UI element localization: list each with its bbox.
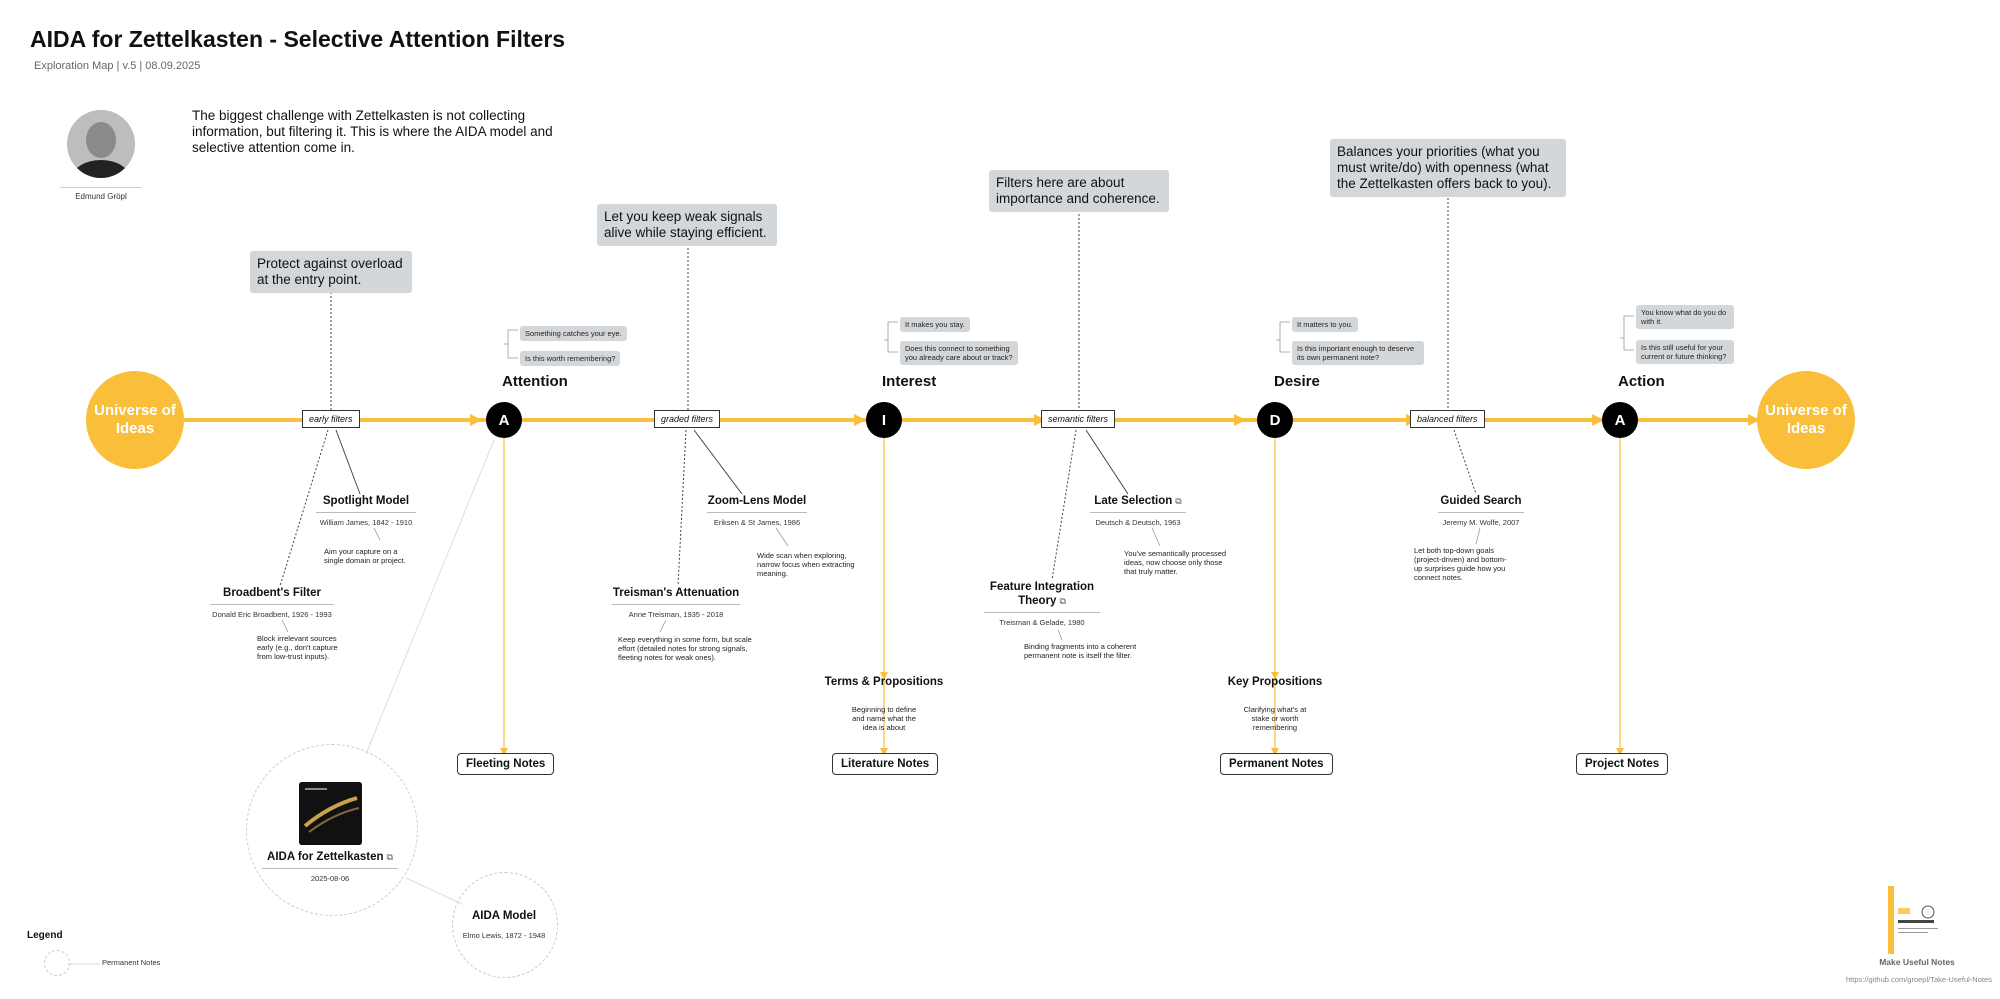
late-selection-title: Late Selection⧉ — [1090, 495, 1186, 507]
logo-art — [1898, 905, 1938, 933]
treisman-attenuation-desc: Keep everything in some form, but scale … — [618, 635, 752, 662]
late-selection-meta: Deutsch & Deutsch, 1963 — [1090, 512, 1186, 527]
attention-bubble-2: Is this worth remembering? — [520, 351, 621, 366]
stage-desire-circle: D — [1257, 402, 1293, 438]
feature-integration-desc: Binding fragments into a coherent perman… — [1024, 642, 1137, 660]
author-name: Edmund Gröpl — [60, 187, 142, 201]
stage-interest-label: Interest — [882, 373, 937, 390]
aida-model-title: AIDA Model — [471, 910, 537, 922]
stage-desire-label: Desire — [1274, 373, 1320, 390]
stage-attention-label: Attention — [502, 373, 568, 390]
interest-bubble-1: It makes you stay. — [900, 317, 970, 332]
book-title: AIDA for Zettelkasten⧉ — [262, 851, 398, 863]
literature-notes-box: Literature Notes — [832, 753, 939, 775]
footer-url-link[interactable]: https://github.com/groepl/Take-Useful-No… — [1846, 975, 1992, 984]
guided-search-meta: Jeremy M. Wolfe, 2007 — [1438, 512, 1524, 527]
desire-bubble-1: It matters to you. — [1292, 317, 1358, 332]
action-bubble-2: Is this still useful for your current or… — [1636, 340, 1734, 364]
author-avatar — [67, 110, 135, 178]
stage-attention-circle: A — [486, 402, 522, 438]
portrait-image — [67, 110, 135, 178]
external-link-icon[interactable]: ⧉ — [1059, 596, 1066, 606]
zoom-lens-model-title: Zoom-Lens Model — [707, 495, 807, 507]
balanced-filters-box: balanced filters — [1410, 410, 1485, 428]
logo-accent-bar — [1888, 886, 1894, 954]
feature-integration-meta: Treisman & Gelade, 1980 — [984, 612, 1100, 627]
legend-circle-icon — [44, 950, 70, 976]
footer-brand: Make Useful Notes — [1879, 957, 1955, 967]
external-link-icon[interactable]: ⧉ — [1175, 496, 1182, 506]
stage-action-circle: A — [1602, 402, 1638, 438]
late-selection-desc: You've semantically processed ideas, now… — [1124, 549, 1227, 576]
guided-search-desc: Let both top-down goals (project-driven)… — [1414, 546, 1507, 582]
legend-item-label: Permanent Notes — [102, 958, 161, 967]
graded-filters-box: graded filters — [654, 410, 721, 428]
feature-integration-label: Feature Integration Theory — [989, 581, 1095, 607]
page-subtitle: Exploration Map | v.5 | 08.09.2025 — [34, 60, 201, 72]
stage-action-label: Action — [1618, 373, 1665, 390]
feature-integration-title: Feature Integration Theory⧉ — [984, 580, 1100, 608]
graded-filters-callout: Let you keep weak signals alive while st… — [597, 204, 777, 246]
broadbent-filter-desc: Block irrelevant sources early (e.g., do… — [257, 634, 338, 661]
stage-interest-circle: I — [866, 402, 902, 438]
broadbent-filter-meta: Donald Eric Broadbent, 1926 - 1993 — [210, 604, 334, 619]
guided-search-title: Guided Search — [1440, 495, 1522, 507]
external-link-icon[interactable]: ⧉ — [386, 852, 393, 862]
book-cover-image — [299, 782, 362, 845]
permanent-notes-box: Permanent Notes — [1220, 753, 1333, 775]
attention-bubble-1: Something catches your eye. — [520, 326, 627, 341]
book-title-label: AIDA for Zettelkasten — [267, 851, 384, 863]
page-title: AIDA for Zettelkasten - Selective Attent… — [30, 26, 566, 52]
make-useful-notes-logo — [1896, 890, 1946, 950]
interest-bubble-2: Does this connect to something you alrea… — [900, 341, 1018, 365]
semantic-filters-box: semantic filters — [1041, 410, 1116, 428]
broadbent-filter-title: Broadbent's Filter — [223, 587, 321, 599]
semantic-filters-callout: Filters here are about importance and co… — [989, 170, 1169, 212]
zoom-lens-model-meta: Eriksen & St James, 1986 — [707, 512, 807, 527]
key-propositions-title: Key Propositions — [1227, 676, 1323, 688]
key-propositions-desc: Clarifying what's at stake or worth reme… — [1243, 705, 1307, 732]
treisman-attenuation-meta: Anne Treisman, 1935 - 2018 — [612, 604, 740, 619]
universe-right: Universe of Ideas — [1757, 371, 1855, 469]
book-cover-art — [299, 782, 362, 845]
action-bubble-1: You know what do you do with it. — [1636, 305, 1734, 329]
spotlight-model-meta: William James, 1842 - 1910 — [316, 512, 416, 527]
book-node-circle — [246, 744, 418, 916]
treisman-attenuation-title: Treisman's Attenuation — [612, 587, 740, 599]
spotlight-model-title: Spotlight Model — [322, 495, 410, 507]
desire-bubble-2: Is this important enough to deserve its … — [1292, 341, 1424, 365]
terms-propositions-title: Terms & Propositions — [824, 676, 944, 688]
zoom-lens-model-desc: Wide scan when exploring, narrow focus w… — [757, 551, 855, 578]
balanced-filters-callout: Balances your priorities (what you must … — [1330, 139, 1566, 197]
spotlight-model-desc: Aim your capture on a single domain or p… — [324, 547, 406, 565]
late-selection-label: Late Selection — [1094, 495, 1173, 507]
fleeting-notes-box: Fleeting Notes — [457, 753, 555, 775]
aida-model-meta: Elmo Lewis, 1872 - 1948 — [462, 931, 546, 940]
legend-title: Legend — [27, 930, 63, 941]
project-notes-box: Project Notes — [1576, 753, 1669, 775]
terms-propositions-desc: Beginning to define and name what the id… — [851, 705, 917, 732]
universe-left: Universe of Ideas — [86, 371, 184, 469]
intro-text: The biggest challenge with Zettelkasten … — [192, 108, 553, 155]
aida-model-circle — [452, 872, 558, 978]
early-filters-box: early filters — [302, 410, 360, 428]
early-filters-callout: Protect against overload at the entry po… — [250, 251, 412, 293]
book-date: 2025-08-06 — [262, 868, 398, 883]
